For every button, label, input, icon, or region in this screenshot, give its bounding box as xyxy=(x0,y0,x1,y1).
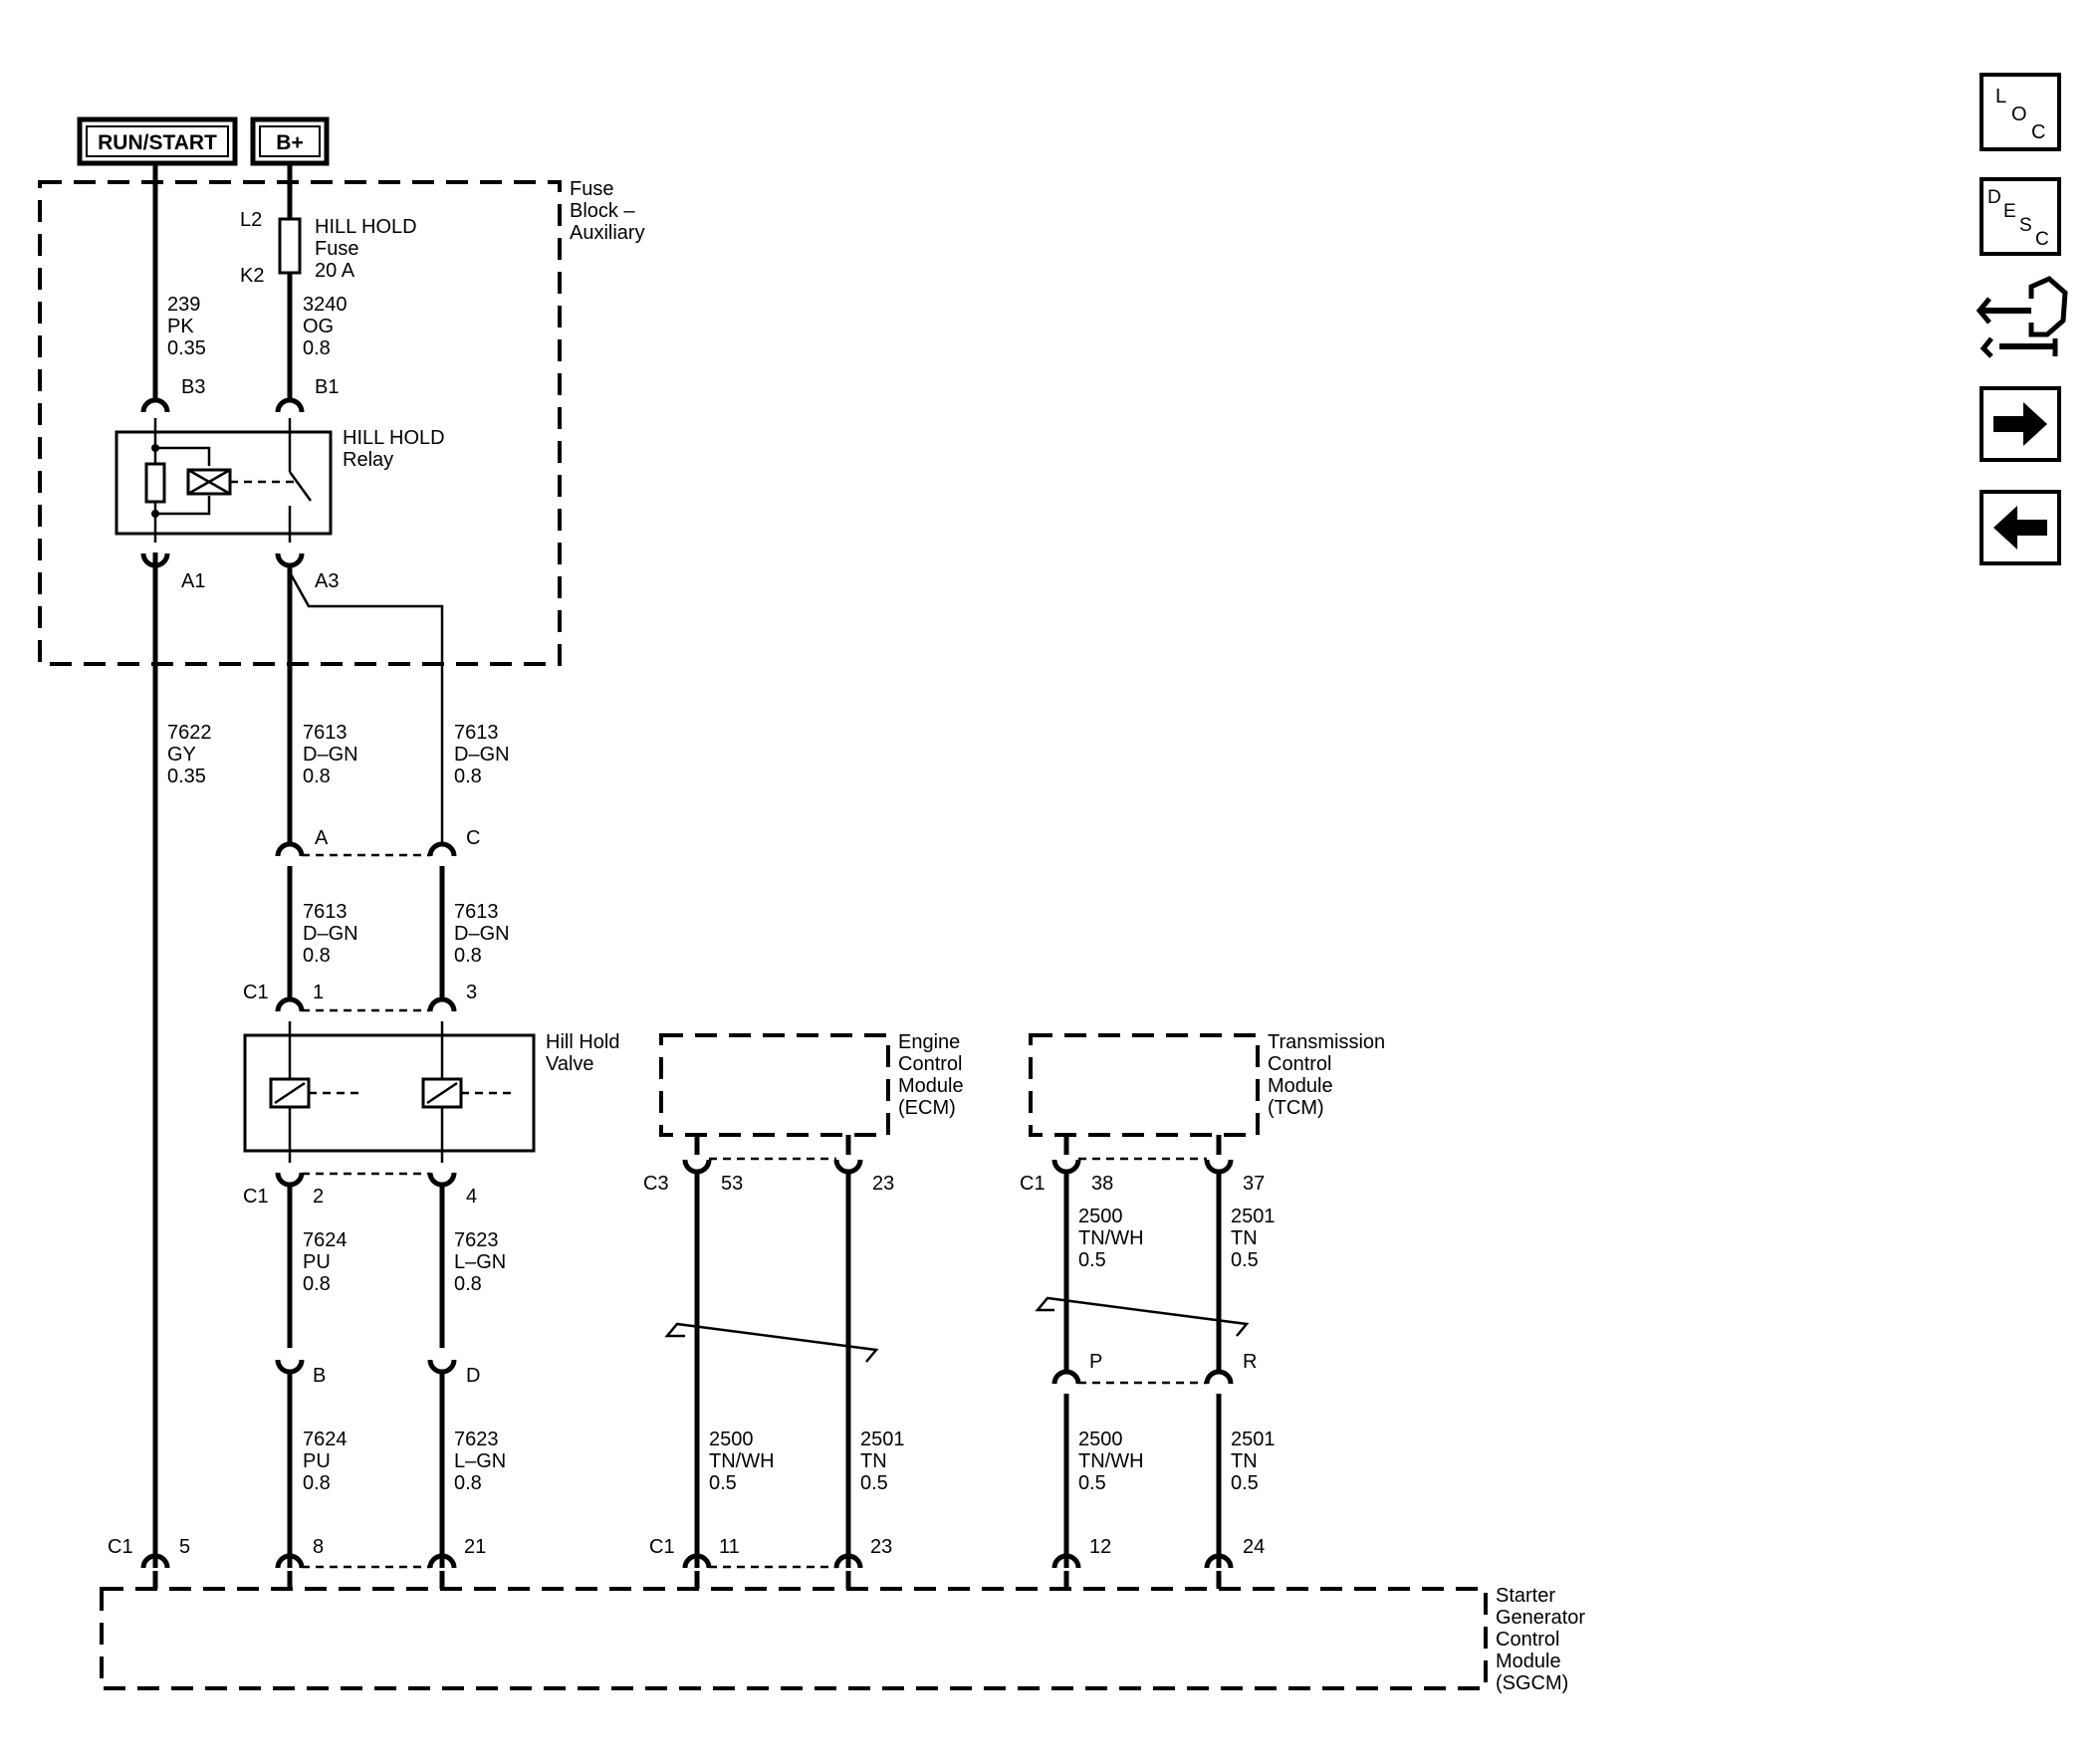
relay-pin-a1-label: A1 xyxy=(181,570,205,592)
relay-pin-a3-arc xyxy=(275,552,305,568)
inline-pin-r-label: R xyxy=(1243,1351,1257,1373)
desc-button[interactable]: D E S C xyxy=(1980,177,2061,256)
inline-pin-d-arc xyxy=(427,1359,457,1375)
fuse-symbol xyxy=(278,217,302,275)
inline-pin-p-label: P xyxy=(1089,1351,1102,1373)
b-plus-label: B+ xyxy=(276,131,303,154)
inline-pin-c-arc xyxy=(427,841,457,857)
relay-pin-a3-label: A3 xyxy=(315,570,339,592)
wire-239-label: 239 PK 0.35 xyxy=(167,294,206,359)
valve-bottom-conn: C1 xyxy=(243,1186,269,1208)
svg-text:S: S xyxy=(2019,215,2032,236)
ecm-pin-23: 23 xyxy=(872,1173,894,1195)
valve-top-conn: C1 xyxy=(243,982,269,1003)
fuse-block-title: Fuse Block – Auxiliary xyxy=(570,178,645,244)
tcm-conn: C1 xyxy=(1020,1173,1046,1195)
sgcm-pin-21: 21 xyxy=(464,1536,486,1558)
sgcm-outline xyxy=(100,1587,1488,1690)
valve-pin-4: 4 xyxy=(466,1186,477,1208)
wire-7613a-label: 7613 D–GN 0.8 xyxy=(303,722,363,787)
connector-icon[interactable] xyxy=(1976,276,2068,358)
wire-7613-c xyxy=(288,571,444,844)
wire-2500a-label: 2500 TN/WH 0.5 xyxy=(709,1429,780,1494)
relay-name: HILL HOLD Relay xyxy=(343,427,450,471)
inline-pin-r-arc xyxy=(1204,1369,1234,1385)
ecm-outline xyxy=(659,1033,890,1137)
inline-pin-b-label: B xyxy=(313,1365,326,1387)
fuse-pin-k2: K2 xyxy=(240,265,264,287)
sgcm-pin-5: 5 xyxy=(179,1536,190,1558)
sgcm-connectors xyxy=(140,1553,1234,1589)
b-plus-source: B+ xyxy=(250,116,330,166)
relay-pin-b3-arc xyxy=(140,397,170,413)
valve-name: Hill Hold Valve xyxy=(546,1031,625,1075)
wire-2500b-label: 2500 TN/WH 0.5 xyxy=(1078,1206,1149,1271)
tcm-outline xyxy=(1029,1033,1260,1137)
relay-pin-a1-arc xyxy=(140,552,170,568)
tcm-pin-38: 38 xyxy=(1091,1173,1113,1195)
fuse-pin-l2: L2 xyxy=(240,209,262,231)
relay-pin-b1-arc xyxy=(275,397,305,413)
tcm-pin-37: 37 xyxy=(1243,1173,1265,1195)
wire-2501a-label: 2501 TN 0.5 xyxy=(860,1429,910,1494)
wire-7622-label: 7622 GY 0.35 xyxy=(167,722,217,787)
ecm-conn: C3 xyxy=(643,1173,669,1195)
ecm-twisted-pair xyxy=(664,1322,879,1363)
sgcm-name: Starter Generator Control Module (SGCM) xyxy=(1496,1585,1591,1694)
sgcm-pin-23: 23 xyxy=(870,1536,892,1558)
tcm-twisted-pair xyxy=(1035,1296,1250,1337)
inline-pin-d-label: D xyxy=(466,1365,480,1387)
wire-7624b-label: 7624 PU 0.8 xyxy=(303,1429,352,1494)
arrow-left-icon[interactable] xyxy=(1980,490,2061,565)
inline-pin-c-label: C xyxy=(466,827,480,849)
wire-3240-label: 3240 OG 0.8 xyxy=(303,294,352,359)
sgcm-conn-left: C1 xyxy=(108,1536,133,1558)
relay-switch xyxy=(288,471,313,502)
fuse-block-outline xyxy=(38,180,562,666)
run-start-source: RUN/START xyxy=(77,116,238,166)
inline-pin-a-arc xyxy=(275,841,305,857)
wire-7613d-label: 7613 D–GN 0.8 xyxy=(454,901,515,967)
valve-pin-2: 2 xyxy=(313,1186,324,1208)
loc-button[interactable]: L O C xyxy=(1980,73,2061,151)
sgcm-conn-mid: C1 xyxy=(649,1536,675,1558)
wire-7623b-label: 7623 L–GN 0.8 xyxy=(454,1429,512,1494)
svg-text:C: C xyxy=(2031,121,2045,143)
sgcm-pin-11: 11 xyxy=(719,1536,740,1558)
wire-2501c-label: 2501 TN 0.5 xyxy=(1231,1429,1281,1494)
relay-pin-b3-label: B3 xyxy=(181,376,205,398)
fuse-name: HILL HOLD Fuse 20 A xyxy=(315,216,422,282)
sgcm-pin-24: 24 xyxy=(1243,1536,1265,1558)
run-start-label: RUN/START xyxy=(98,131,217,154)
sgcm-pin-12: 12 xyxy=(1089,1536,1111,1558)
relay-pin-b1-label: B1 xyxy=(315,376,339,398)
svg-text:C: C xyxy=(2035,229,2049,250)
svg-text:D: D xyxy=(1987,187,2001,208)
wire-7624a-label: 7624 PU 0.8 xyxy=(303,1229,352,1295)
valve-pin-1: 1 xyxy=(313,982,324,1003)
svg-text:L: L xyxy=(1995,86,2006,108)
arrow-right-icon[interactable] xyxy=(1980,386,2061,462)
ecm-name: Engine Control Module (ECM) xyxy=(898,1031,969,1119)
tcm-name: Transmission Control Module (TCM) xyxy=(1268,1031,1391,1119)
inline-pin-p-arc xyxy=(1051,1369,1081,1385)
sgcm-pin-8: 8 xyxy=(313,1536,324,1558)
wire-2500c-label: 2500 TN/WH 0.5 xyxy=(1078,1429,1149,1494)
wire-7623a-label: 7623 L–GN 0.8 xyxy=(454,1229,512,1295)
valve-pin-3: 3 xyxy=(466,982,477,1003)
wire-7613b-label: 7613 D–GN 0.8 xyxy=(454,722,515,787)
svg-text:O: O xyxy=(2011,104,2027,125)
wire-7613c-label: 7613 D–GN 0.8 xyxy=(303,901,363,967)
svg-text:E: E xyxy=(2003,201,2016,222)
wire-2501b-label: 2501 TN 0.5 xyxy=(1231,1206,1281,1271)
inline-pin-a-label: A xyxy=(315,827,329,849)
relay-resistor xyxy=(144,462,166,504)
ecm-pin-53: 53 xyxy=(721,1173,743,1195)
inline-pin-b-arc xyxy=(275,1359,305,1375)
